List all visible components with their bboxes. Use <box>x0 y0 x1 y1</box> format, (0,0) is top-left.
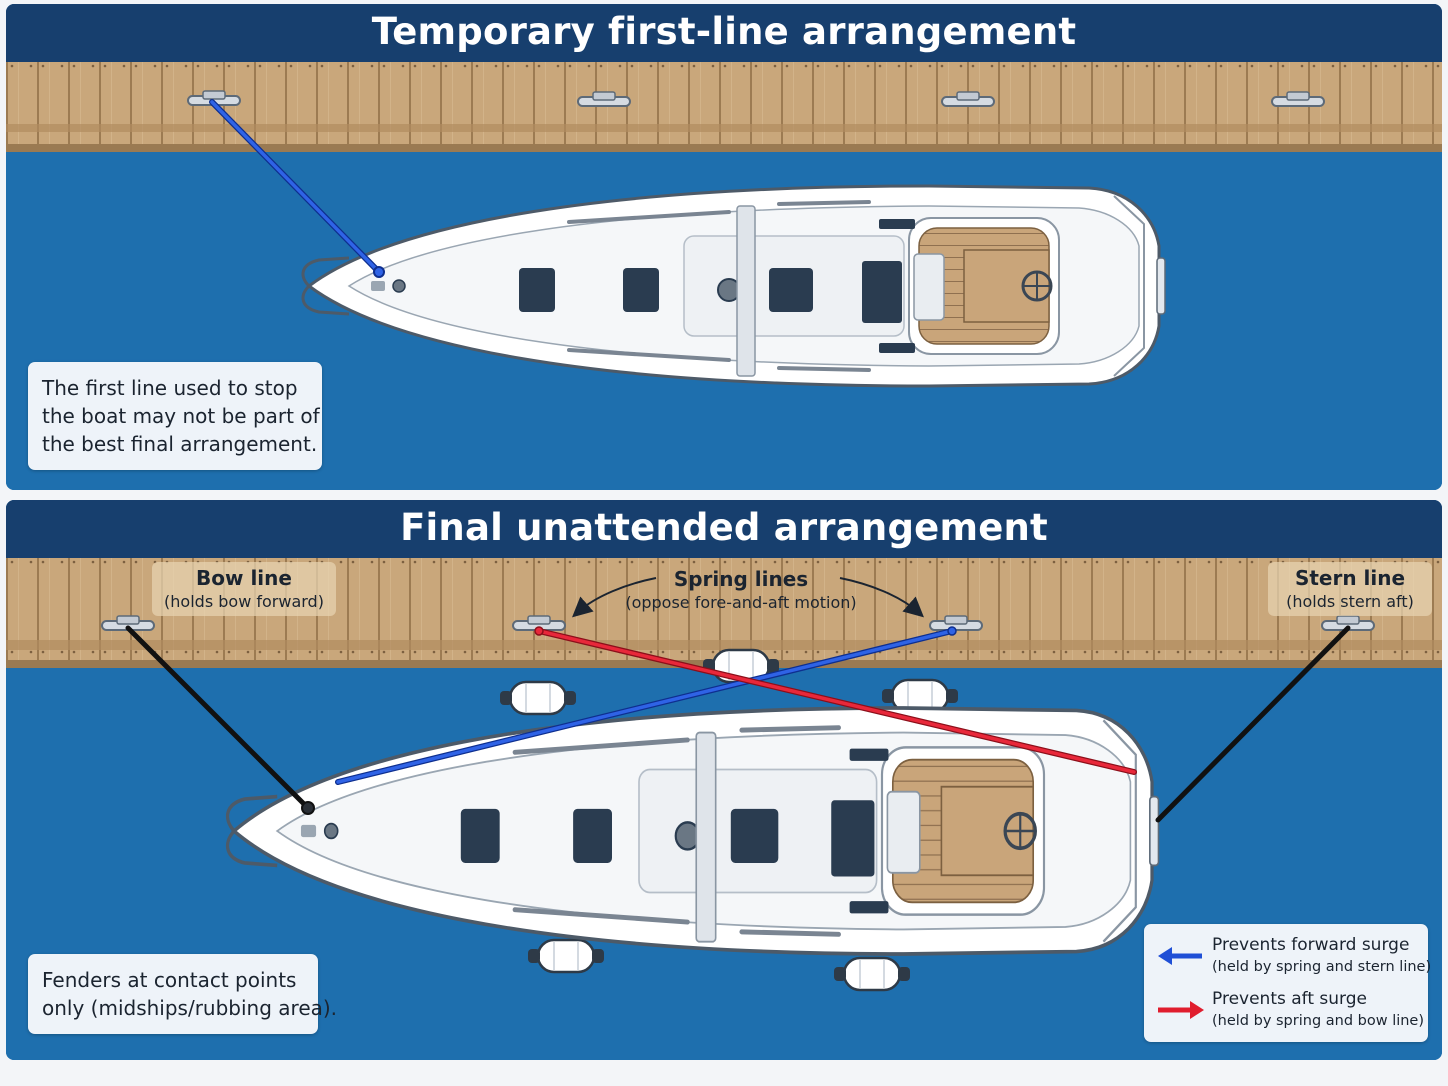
stern-line <box>1155 625 1351 823</box>
legend-item-aft-surge: Prevents aft surge (held by spring and b… <box>1154 988 1424 1034</box>
bow-line-title: Bow line <box>196 566 292 590</box>
legend-subtitle: (held by spring and stern line) <box>1212 959 1432 975</box>
arrow-left-blue-icon <box>1158 947 1202 965</box>
bottom-panel: Final unattended arrangement Bow line (h… <box>6 500 1442 1060</box>
bottom-panel-title: Final unattended arrangement <box>400 506 1048 549</box>
forward-spring-line <box>335 626 957 785</box>
spring-lines-title: Spring lines <box>673 567 809 591</box>
fender-note-line: Fenders at contact points <box>42 968 297 992</box>
legend-subtitle: (held by spring and bow line) <box>1212 1013 1425 1029</box>
top-panel: Temporary first-line arrangement The fir… <box>6 4 1442 490</box>
legend-title: Prevents forward surge <box>1212 935 1410 955</box>
first-line-note: The first line used to stop the boat may… <box>28 362 322 470</box>
surge-legend: Prevents forward surge (held by spring a… <box>1144 924 1431 1042</box>
top-dock <box>6 62 1442 152</box>
bow-line-subtitle: (holds bow forward) <box>164 592 324 611</box>
stern-line-label: Stern line (holds stern aft) <box>1268 562 1432 616</box>
bow-line-label: Bow line (holds bow forward) <box>152 562 336 616</box>
bottom-header-band <box>6 500 1442 558</box>
aft-spring-line <box>534 626 1137 775</box>
fender-note: Fenders at contact points only (midships… <box>28 954 338 1034</box>
first-line <box>209 99 385 278</box>
top-panel-title: Temporary first-line arrangement <box>371 10 1077 53</box>
legend-item-forward-surge: Prevents forward surge (held by spring a… <box>1154 934 1431 980</box>
fender-note-line: only (midships/rubbing area). <box>42 996 338 1020</box>
first-line-note-line: the boat may not be part of <box>42 404 320 428</box>
spring-lines-label: Spring lines (oppose fore-and-aft motion… <box>616 566 866 614</box>
stern-line-subtitle: (holds stern aft) <box>1286 592 1414 611</box>
first-line-note-line: The first line used to stop <box>42 376 298 400</box>
spring-lines-subtitle: (oppose fore-and-aft motion) <box>625 593 857 612</box>
arrow-right-red-icon <box>1158 1001 1204 1019</box>
stern-line-title: Stern line <box>1294 566 1406 590</box>
first-line-note-line: the best final arrangement. <box>42 432 318 456</box>
spring-arrow-left <box>572 577 657 618</box>
spring-arrow-right <box>839 577 924 618</box>
bow-line <box>125 625 315 815</box>
top-header-band <box>6 4 1442 62</box>
legend-title: Prevents aft surge <box>1212 989 1367 1009</box>
